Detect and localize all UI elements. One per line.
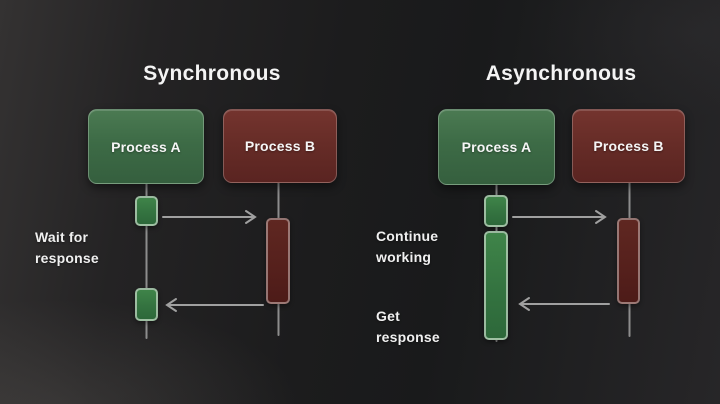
- async-process-a-box: Process A: [438, 109, 555, 185]
- title-synchronous: Synchronous: [143, 62, 281, 85]
- arrowhead-sync-request-right: [245, 210, 257, 224]
- arrowhead-sync-response-left: [165, 298, 177, 312]
- async-activation-a-send: [484, 195, 508, 227]
- async-activation-a-continue-working: [484, 231, 508, 340]
- sync-activation-a-receive: [135, 288, 158, 321]
- async-note-continue-working: Continue working: [376, 228, 439, 265]
- sync-process-a-box: Process A: [88, 109, 204, 184]
- sync-note-wait-for-response: Wait for response: [35, 229, 99, 266]
- sync-activation-b-processing: [266, 218, 290, 304]
- async-process-a-label: Process A: [461, 139, 532, 155]
- sync-process-b-label: Process B: [244, 138, 316, 154]
- sync-process-a-label: Process A: [111, 138, 181, 155]
- sync-activation-a-send: [135, 196, 158, 226]
- async-process-b-label: Process B: [593, 138, 664, 154]
- arrowhead-async-response-left: [518, 297, 530, 311]
- sync-process-b-box: Process B: [223, 109, 337, 183]
- async-process-b-box: Process B: [572, 109, 685, 183]
- title-asynchronous: Asynchronous: [485, 62, 637, 85]
- async-activation-b-processing: [617, 218, 640, 304]
- async-note-get-response: Get response: [376, 308, 440, 345]
- arrowhead-async-request-right: [595, 210, 607, 224]
